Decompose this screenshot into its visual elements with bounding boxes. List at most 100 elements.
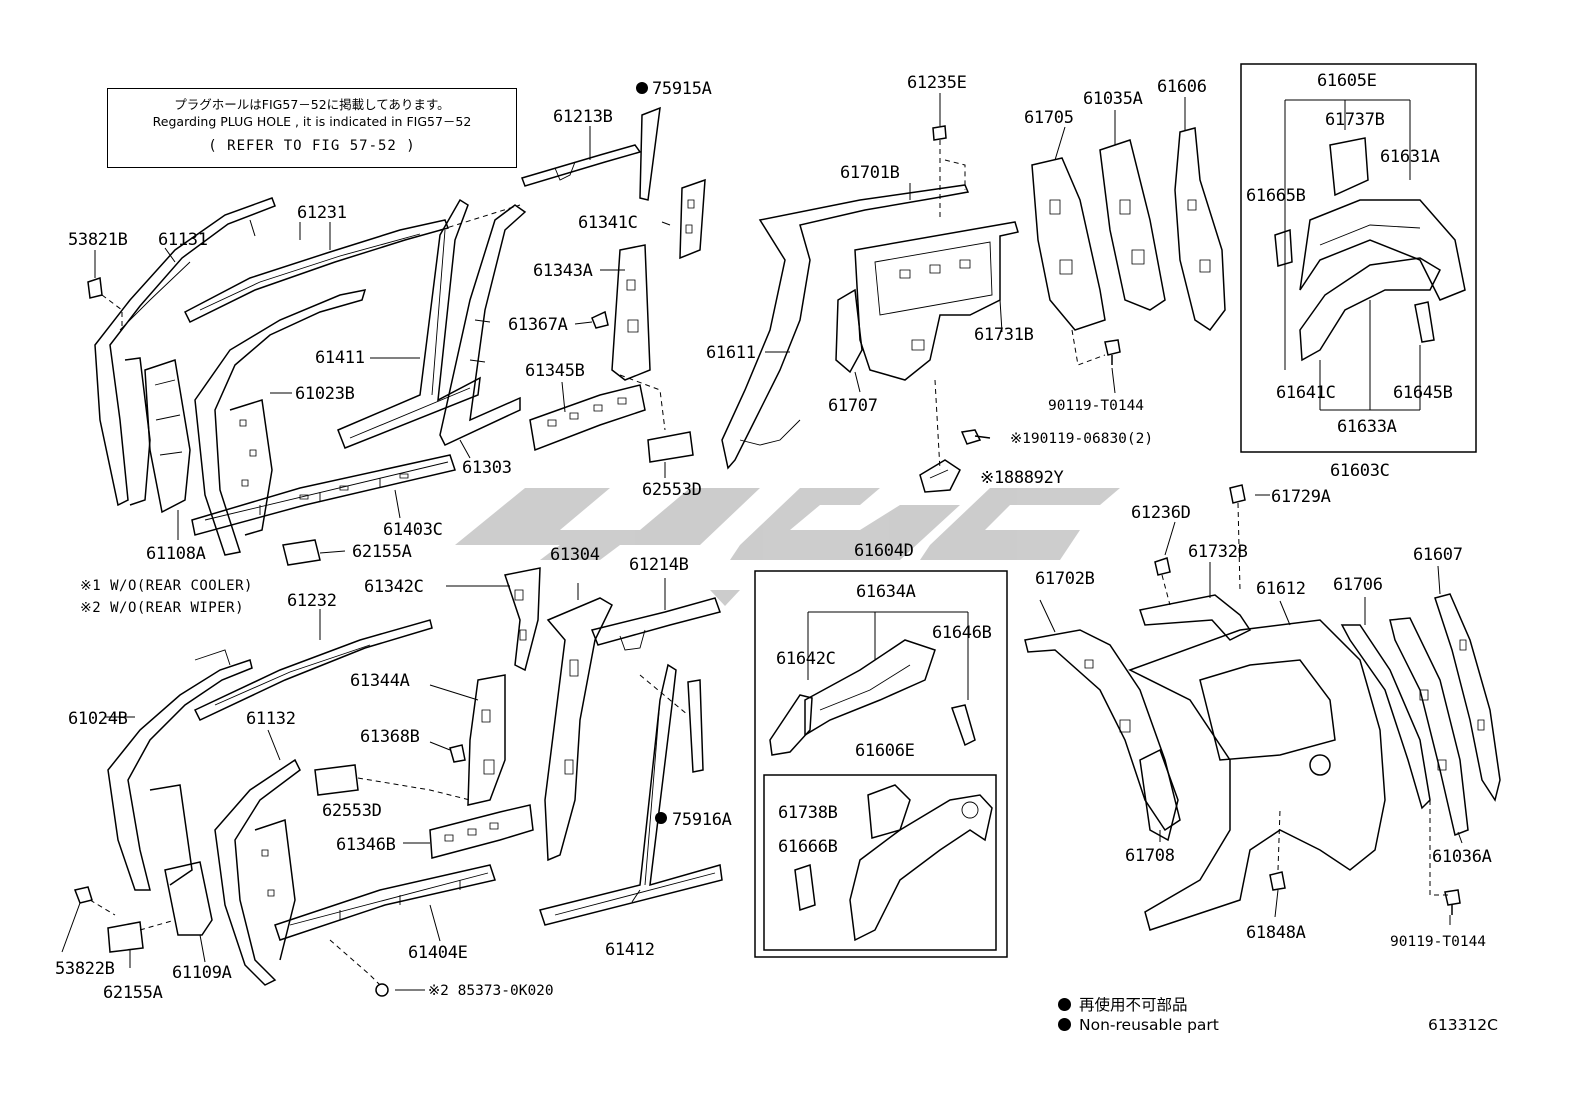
part-label[interactable]: 61343A: [533, 261, 593, 281]
note-reference: ( REFER TO FIG 57-52 ): [208, 137, 416, 154]
part-drawing-61606: [1174, 127, 1226, 332]
part-label[interactable]: 61342C: [364, 577, 424, 597]
part-label[interactable]: 53822B: [55, 959, 115, 979]
part-label[interactable]: 61702B: [1035, 569, 1095, 589]
part-label[interactable]: ※2 85373-0K020: [428, 983, 554, 999]
part-label[interactable]: 61645B: [1393, 383, 1453, 403]
part-drawing-61606E-wheelhouse: [849, 794, 993, 942]
part-label[interactable]: 61642C: [776, 649, 836, 669]
part-drawing-75915A: [639, 106, 661, 201]
group-box-61603C: [1240, 63, 1477, 453]
part-label[interactable]: 61132: [246, 709, 296, 729]
part-label[interactable]: 53821B: [68, 230, 128, 250]
part-label[interactable]: 61705: [1024, 108, 1074, 128]
part-label[interactable]: 61367A: [508, 315, 568, 335]
part-label[interactable]: 61368B: [360, 727, 420, 747]
part-drawing-190119-06830: [960, 429, 991, 445]
part-label[interactable]: 61612: [1256, 579, 1306, 599]
part-label[interactable]: 61604D: [854, 541, 914, 561]
part-label[interactable]: 61403C: [383, 520, 443, 540]
part-label[interactable]: 61036A: [1432, 847, 1492, 867]
part-drawing-61235E: [932, 125, 947, 141]
part-label[interactable]: 62553D: [322, 801, 382, 821]
part-label[interactable]: 61108A: [146, 544, 206, 564]
part-label[interactable]: 61232: [287, 591, 337, 611]
part-label[interactable]: 61631A: [1380, 147, 1440, 167]
part-label[interactable]: 61701B: [840, 163, 900, 183]
part-label[interactable]: 61633A: [1337, 417, 1397, 437]
part-drawing-61403C: [191, 454, 456, 536]
part-label[interactable]: 61646B: [932, 623, 992, 643]
part-label[interactable]: 61606: [1157, 77, 1207, 97]
part-label[interactable]: 62553D: [642, 480, 702, 500]
part-label[interactable]: 61024B: [68, 709, 128, 729]
part-label[interactable]: 61848A: [1246, 923, 1306, 943]
part-label[interactable]: 61732B: [1188, 542, 1248, 562]
part-drawing-61732B: [1139, 594, 1252, 641]
watermark-logo: [455, 488, 1120, 606]
part-label[interactable]: 61231: [297, 203, 347, 223]
part-label[interactable]: 61706: [1333, 575, 1383, 595]
part-label[interactable]: 61606E: [855, 741, 915, 761]
part-drawing-61729A: [1229, 484, 1246, 504]
part-label[interactable]: 61341C: [578, 213, 638, 233]
part-label[interactable]: 61214B: [629, 555, 689, 575]
part-drawing-61848A: [1269, 871, 1286, 891]
part-drawing-61213B: [521, 144, 642, 187]
part-label[interactable]: 61404E: [408, 943, 468, 963]
part-label[interactable]: 61641C: [1276, 383, 1336, 403]
part-label[interactable]: 90119-T0144: [1390, 934, 1486, 950]
part-label[interactable]: 61412: [605, 940, 655, 960]
part-label[interactable]: 61035A: [1083, 89, 1143, 109]
part-drawing-61232: [193, 619, 433, 721]
part-label[interactable]: 61603C: [1330, 461, 1390, 481]
part-label[interactable]: 61344A: [350, 671, 410, 691]
part-label[interactable]: 61708: [1125, 846, 1175, 866]
part-label[interactable]: 61634A: [856, 582, 916, 602]
part-drawing-61666B: [794, 863, 816, 912]
part-label[interactable]: ※188892Y: [980, 468, 1064, 488]
part-label[interactable]: 61738B: [778, 803, 838, 823]
part-drawing-61631A: [1299, 199, 1466, 301]
part-label[interactable]: 61665B: [1246, 186, 1306, 206]
part-label[interactable]: 61737B: [1325, 110, 1385, 130]
part-label[interactable]: 61707: [828, 396, 878, 416]
part-drawing-61024B: [107, 649, 253, 891]
part-label[interactable]: 61304: [550, 545, 600, 565]
part-label[interactable]: 61731B: [974, 325, 1034, 345]
part-drawing-61611: [721, 184, 970, 470]
part-label[interactable]: 61345B: [525, 361, 585, 381]
part-drawing-53822B: [73, 886, 93, 904]
part-label[interactable]: 61303: [462, 458, 512, 478]
part-label[interactable]: 62155A: [103, 983, 163, 1003]
part-label[interactable]: 61611: [706, 343, 756, 363]
part-drawing-61737B: [1329, 137, 1369, 197]
part-label[interactable]: 75916A: [672, 810, 732, 830]
part-label[interactable]: 61131: [158, 230, 208, 250]
part-label[interactable]: 61023B: [295, 384, 355, 404]
group-box-61604D: [754, 570, 1008, 958]
part-drawing-61368B: [449, 744, 466, 763]
part-label[interactable]: ※190119-06830(2): [1010, 431, 1153, 447]
part-label[interactable]: 61109A: [172, 963, 232, 983]
part-label[interactable]: 61666B: [778, 837, 838, 857]
part-drawing-53821B: [87, 276, 103, 299]
part-drawing-61108A: [144, 359, 191, 514]
part-label[interactable]: 61411: [315, 348, 365, 368]
part-drawing-61701B: [854, 221, 1019, 381]
part-label[interactable]: 61235E: [907, 73, 967, 93]
part-label[interactable]: 61213B: [553, 107, 613, 127]
part-drawing-90119-T0144-top: [1104, 339, 1121, 365]
part-label[interactable]: 61346B: [336, 835, 396, 855]
part-label[interactable]: 90119-T0144: [1048, 398, 1144, 414]
part-drawing-61035A: [1099, 139, 1166, 311]
part-drawing-188892Y: [919, 459, 961, 493]
part-label[interactable]: 61605E: [1317, 71, 1377, 91]
part-label[interactable]: 61607: [1413, 545, 1463, 565]
part-label[interactable]: 62155A: [352, 542, 412, 562]
part-label[interactable]: 75915A: [652, 79, 712, 99]
part-label[interactable]: 61729A: [1271, 487, 1331, 507]
part-label[interactable]: 61236D: [1131, 503, 1191, 523]
part-drawing-61708: [1139, 748, 1179, 842]
